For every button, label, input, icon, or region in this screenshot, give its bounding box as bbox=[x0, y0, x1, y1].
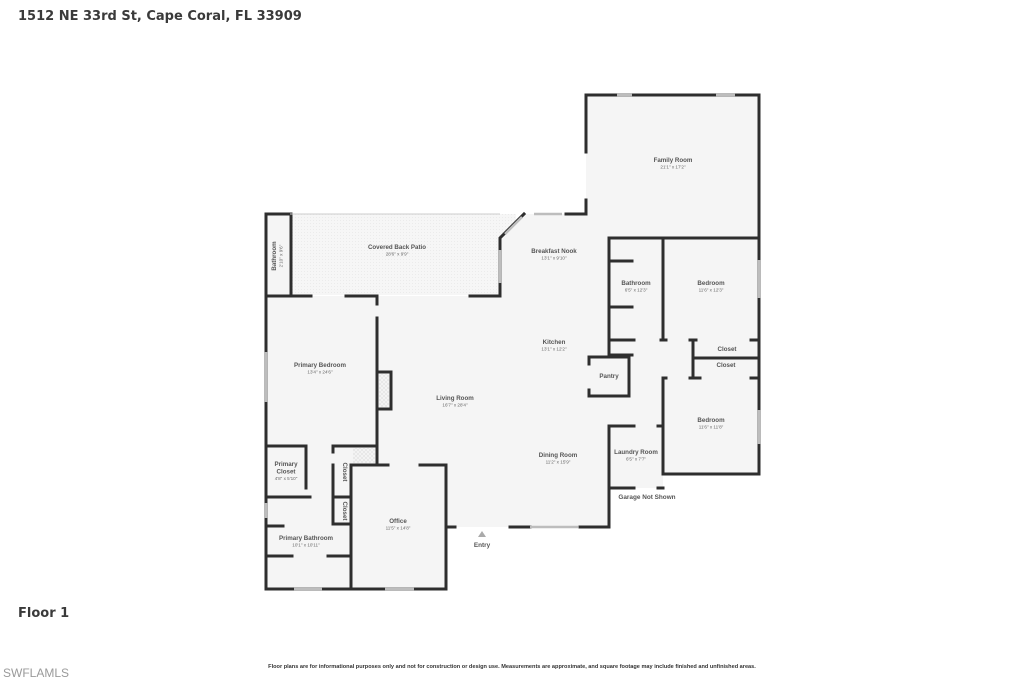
hatch-block bbox=[353, 448, 375, 463]
room-closet-2: Closet bbox=[717, 362, 736, 369]
room-name: Living Room bbox=[436, 395, 474, 402]
room-name: Bathroom bbox=[621, 280, 651, 287]
room-dimensions: 13'1" x 9'10" bbox=[541, 256, 567, 261]
room-dimensions: 2'10" x 9'6" bbox=[279, 244, 284, 267]
room-name: Primary Bedroom bbox=[294, 362, 346, 369]
room-dimensions: 6'5" x 7'7" bbox=[626, 457, 646, 462]
room-name: Family Room bbox=[654, 157, 693, 164]
room-dimensions: 4'8" x 5'10" bbox=[275, 476, 298, 481]
room-name: Bedroom bbox=[697, 280, 725, 287]
room-name: Closet bbox=[718, 346, 737, 353]
room-closet-3: Closet bbox=[341, 463, 348, 482]
floor-label: Floor 1 bbox=[18, 606, 70, 621]
room-closet-4: Closet bbox=[341, 502, 348, 521]
room-dimensions: 11'6" x 12'3" bbox=[699, 288, 724, 293]
floor-fills bbox=[266, 95, 759, 589]
room-name: Laundry Room bbox=[614, 449, 658, 456]
room-pantry: Pantry bbox=[599, 373, 619, 380]
room-closet-1: Closet bbox=[718, 346, 737, 353]
room-name: Primary Bathroom bbox=[279, 535, 333, 542]
entry-label: Entry bbox=[474, 542, 491, 549]
watermark: SWFLAMLS bbox=[3, 666, 70, 680]
room-name: Breakfast Nook bbox=[531, 248, 577, 255]
room-dimensions: 11'2" x 15'9" bbox=[546, 460, 571, 465]
room-name: Dining Room bbox=[539, 452, 578, 459]
windows bbox=[264, 93, 761, 591]
disclaimer: Floor plans are for informational purpos… bbox=[0, 664, 1024, 670]
room-name: Bathroom bbox=[271, 241, 278, 271]
room-dimensions: 28'6" x 9'9" bbox=[386, 252, 409, 257]
room-name: Closet bbox=[341, 502, 348, 521]
room-name: Pantry bbox=[599, 373, 619, 380]
room-dimensions: 13'1" x 12'2" bbox=[541, 347, 567, 352]
room-name: Office bbox=[389, 518, 407, 525]
room-dimensions: 10'1" x 10'11" bbox=[292, 543, 320, 548]
walls bbox=[264, 93, 761, 591]
room-dimensions: 11'5" x 14'8" bbox=[386, 526, 411, 531]
room-name: Primary bbox=[274, 461, 298, 468]
room-name: Closet bbox=[341, 463, 348, 482]
room-name: Kitchen bbox=[543, 339, 566, 346]
entry-arrow-icon bbox=[478, 531, 486, 537]
garage-note: Garage Not Shown bbox=[618, 494, 675, 501]
room-dimensions: 13'4" x 24'6" bbox=[307, 370, 333, 375]
disclaimer-text: Floor plans are for informational purpos… bbox=[268, 664, 756, 670]
room-dimensions: 21'1" x 17'2" bbox=[660, 165, 686, 170]
room-name: Covered Back Patio bbox=[368, 244, 426, 251]
fireplace bbox=[379, 374, 389, 407]
room-dimensions: 6'5" x 12'3" bbox=[625, 288, 648, 293]
room-name: Closet bbox=[277, 469, 296, 476]
room-name: Bedroom bbox=[697, 417, 725, 424]
page-title: 1512 NE 33rd St, Cape Coral, FL 33909 bbox=[18, 9, 302, 24]
room-dimensions: 11'6" x 11'8" bbox=[699, 425, 724, 430]
room-name: Closet bbox=[717, 362, 736, 369]
room-dimensions: 16'7" x 28'4" bbox=[442, 403, 468, 408]
